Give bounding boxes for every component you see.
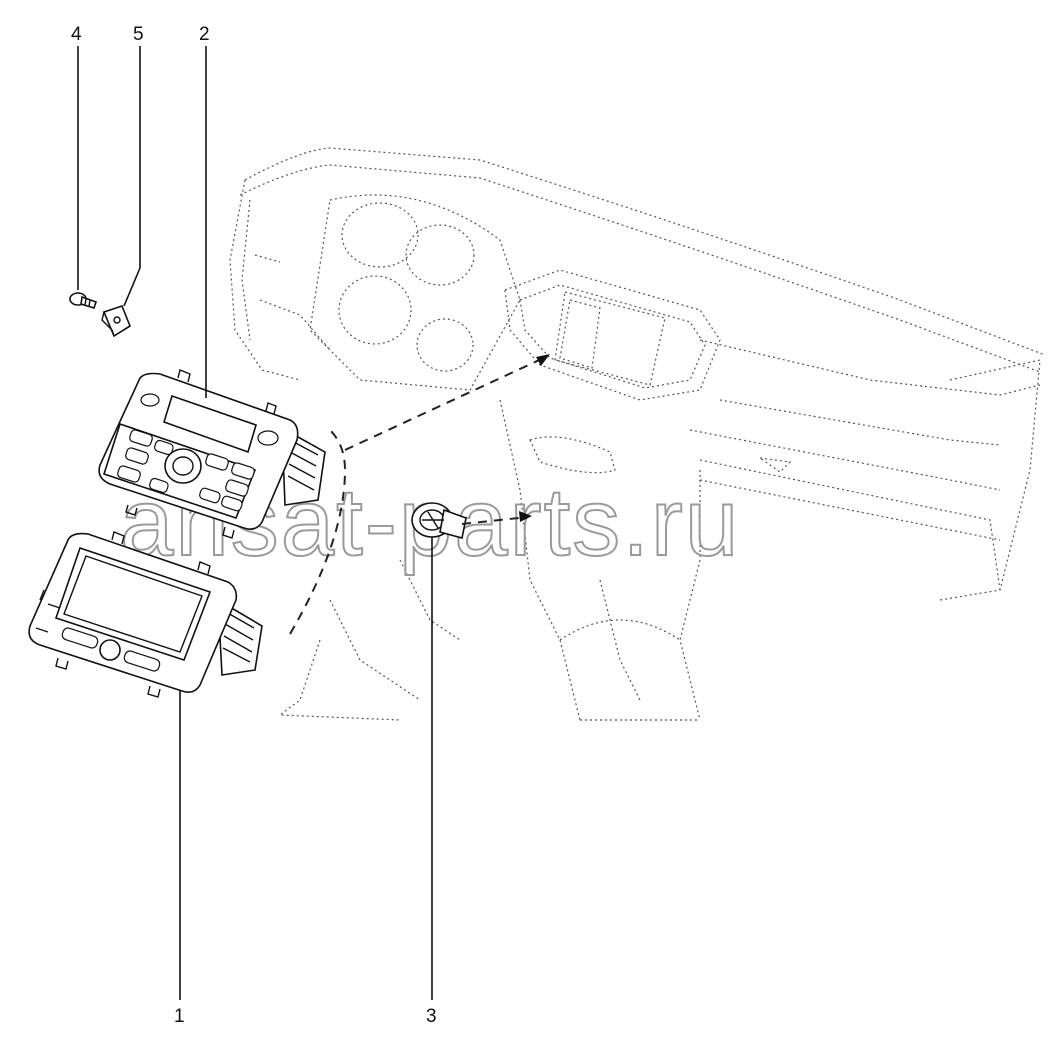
callout-5: 5 <box>133 24 144 45</box>
audio-unit-buttons <box>98 369 326 539</box>
callout-4: 4 <box>71 24 82 45</box>
dashboard-outline <box>229 147 1046 721</box>
arrow-head-switch <box>519 511 532 522</box>
switch-module <box>411 502 467 539</box>
callout-2: 2 <box>199 24 210 45</box>
callouts: 4 5 2 1 3 <box>71 24 437 1027</box>
screw <box>69 292 98 309</box>
assembly-paths <box>289 354 550 635</box>
callout-3: 3 <box>426 1006 437 1027</box>
clip-nut <box>101 305 131 338</box>
arrow-head-display <box>536 354 550 366</box>
leader-lines <box>77 46 433 1000</box>
callout-1: 1 <box>174 1006 185 1027</box>
multimedia-touchscreen-unit <box>28 531 263 698</box>
